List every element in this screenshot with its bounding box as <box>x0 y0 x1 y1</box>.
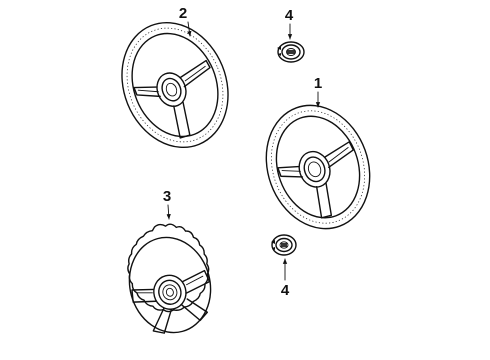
horn-pad-upper <box>277 41 305 63</box>
callout-label-4-upper: 4 <box>285 7 294 24</box>
callout-3: 3 <box>163 188 171 220</box>
callout-2: 2 <box>179 5 192 37</box>
callout-1: 1 <box>314 75 322 108</box>
steering-wheel-2 <box>121 21 229 149</box>
horn-pad-lower <box>271 234 297 256</box>
callout-label-2: 2 <box>179 5 187 22</box>
callout-4-lower: 4 <box>281 258 290 299</box>
callout-label-3: 3 <box>163 188 171 205</box>
callout-4-upper: 4 <box>285 7 294 40</box>
callout-label-4-lower: 4 <box>281 282 290 299</box>
steering-wheel-1 <box>265 104 371 230</box>
callout-label-1: 1 <box>314 75 322 92</box>
steering-wheel-3 <box>127 223 212 334</box>
